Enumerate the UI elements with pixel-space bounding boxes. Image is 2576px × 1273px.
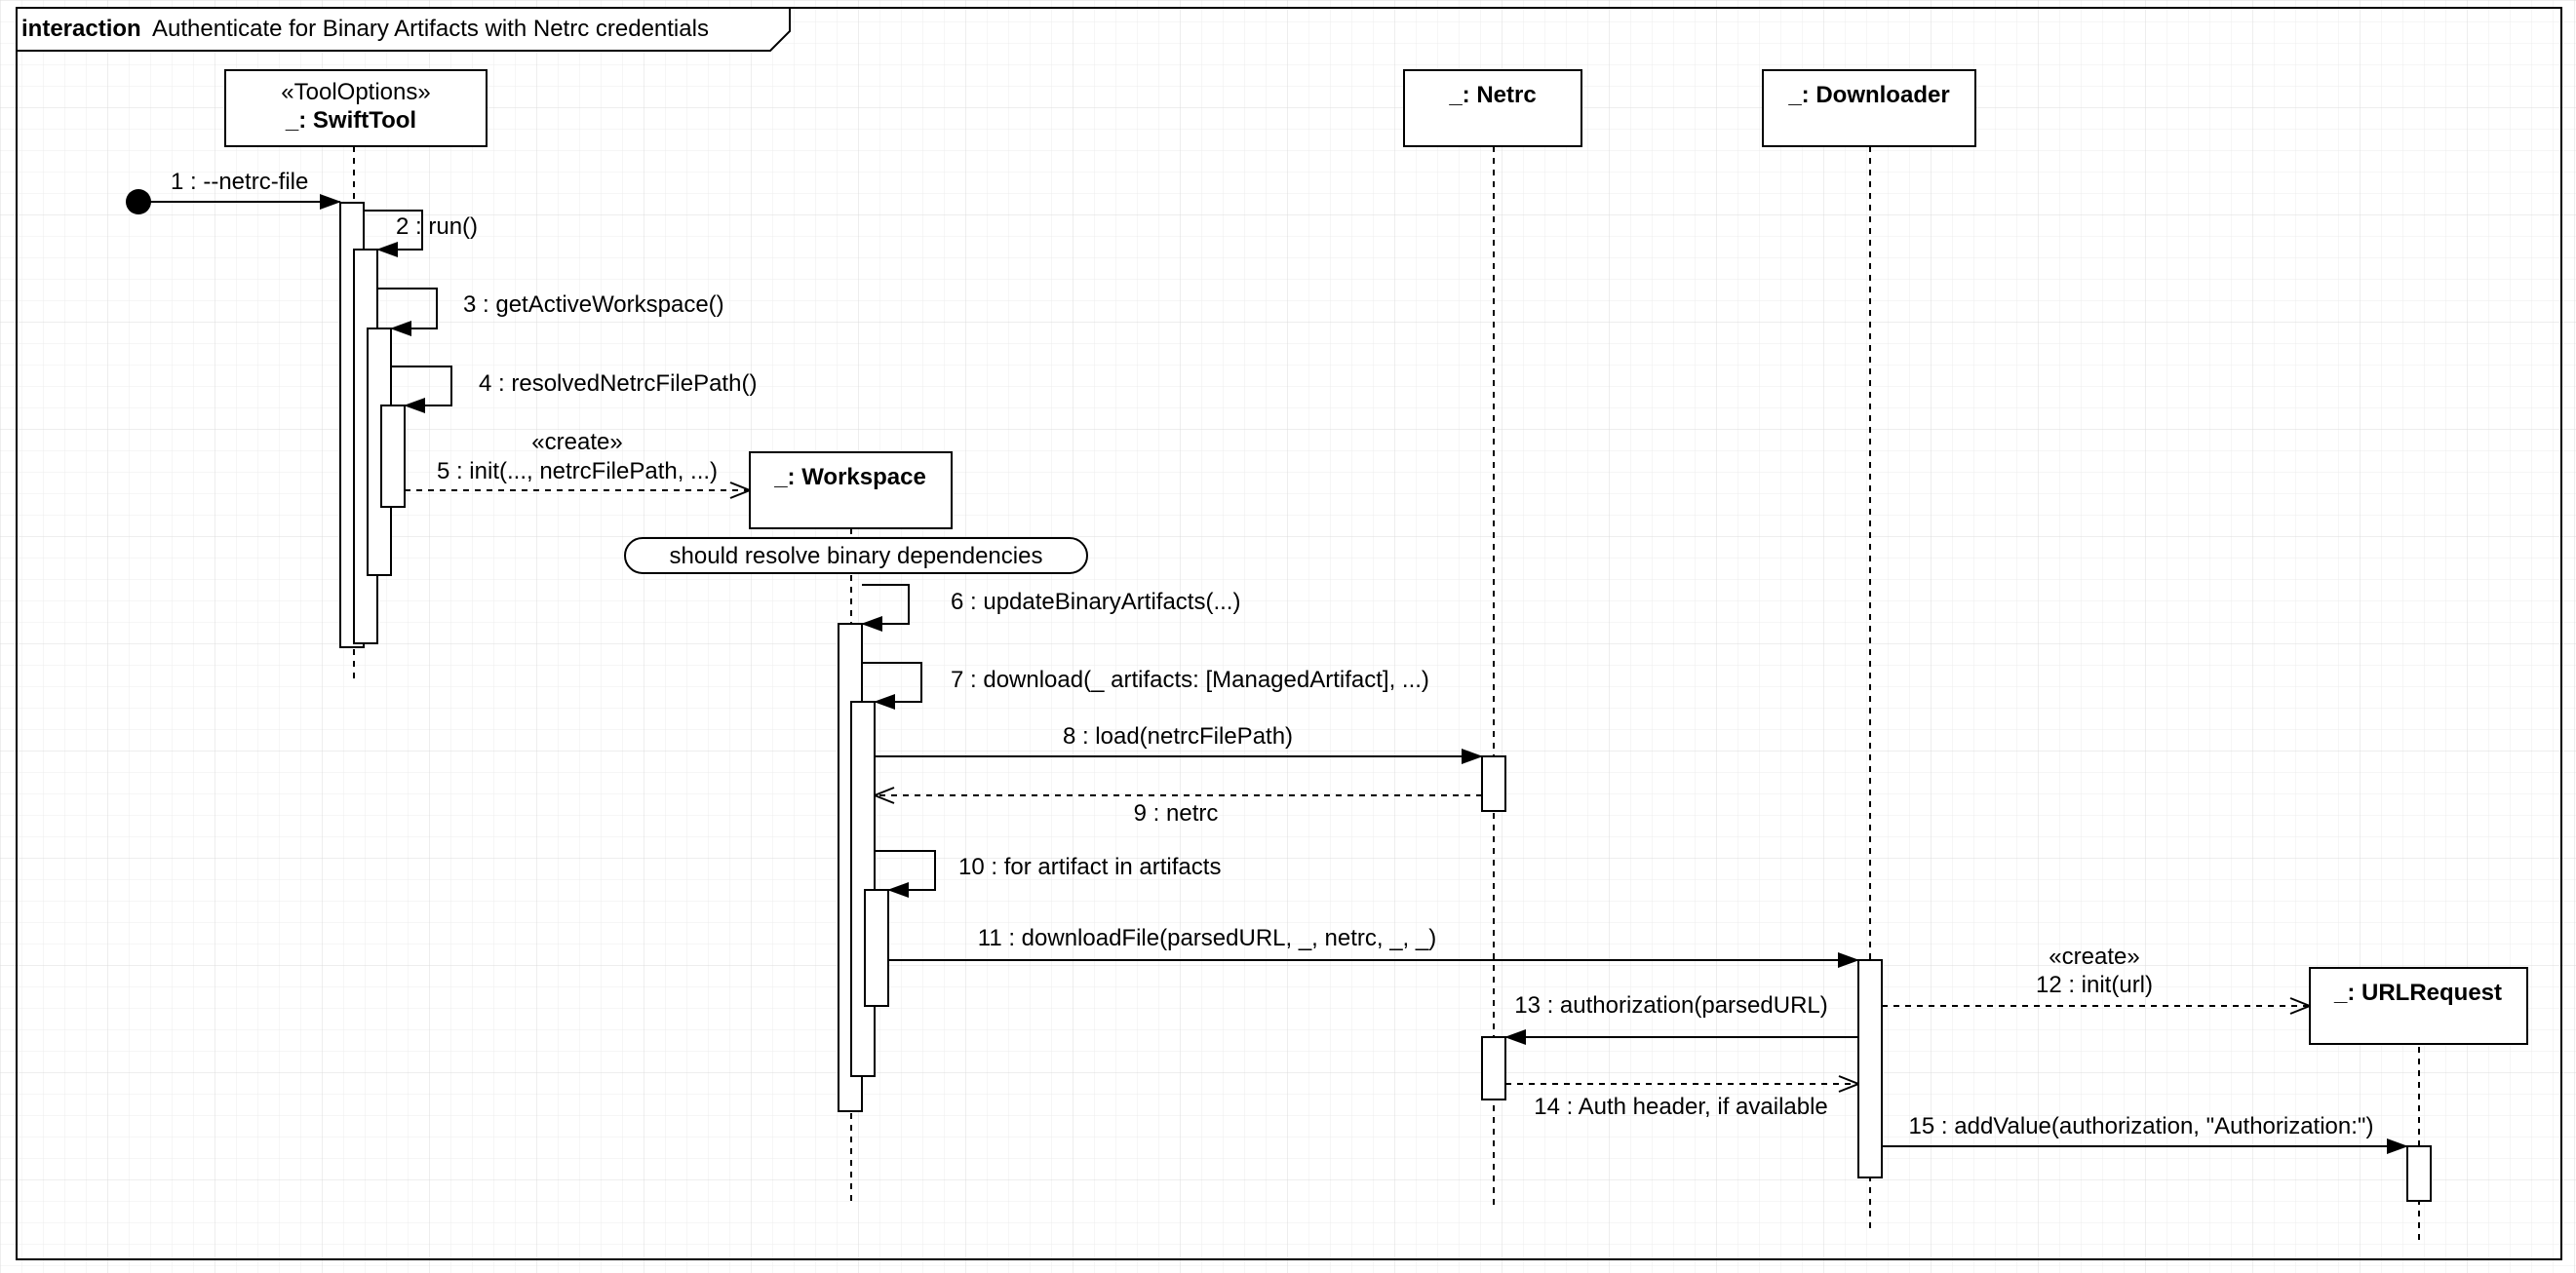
- svg-text:interaction Authenticate f: interaction Authenticate for Binary Arti…: [21, 16, 709, 42]
- activation-urlrequest: [2406, 1145, 2432, 1202]
- message-12: «create» 12 : init(url): [1882, 944, 2310, 1006]
- interaction-frame: [16, 7, 2562, 1260]
- urlrequest-name: _: URLRequest: [2333, 980, 2502, 1006]
- message-10-label: 10 : for artifact in artifacts: [958, 854, 1221, 880]
- message-5-stereotype: «create»: [531, 429, 622, 455]
- message-2-label: 2 : run(): [396, 213, 478, 240]
- message-8: 8 : load(netrcFilePath): [875, 723, 1483, 764]
- netrc-name: _: Netrc: [1448, 82, 1536, 108]
- message-4: 4 : resolvedNetrcFilePath(): [391, 366, 757, 413]
- lifeline-head-swifttool[interactable]: «ToolOptions» _: SwiftTool: [224, 69, 488, 147]
- swifttool-name: _: SwiftTool: [285, 107, 416, 134]
- lifeline-head-downloader[interactable]: _: Downloader: [1762, 69, 1976, 147]
- message-13-label: 13 : authorization(parsedURL): [1514, 992, 1828, 1019]
- message-3: 3 : getActiveWorkspace(): [377, 288, 724, 336]
- activation-downloader: [1857, 959, 1883, 1178]
- guard-text: should resolve binary dependencies: [670, 543, 1043, 569]
- message-8-label: 8 : load(netrcFilePath): [1063, 723, 1293, 750]
- message-1: 1 : --netrc-file: [126, 169, 341, 214]
- frame-keyword: interaction: [21, 16, 141, 42]
- message-6: 6 : updateBinaryArtifacts(...): [861, 584, 1240, 632]
- guard-condition: should resolve binary dependencies: [624, 537, 1088, 574]
- frame-title: Authenticate for Binary Artifacts with N…: [152, 16, 709, 42]
- lifeline-head-netrc[interactable]: _: Netrc: [1403, 69, 1582, 147]
- activation-swifttool-4: [380, 405, 406, 508]
- message-5: «create» 5 : init(..., netrcFilePath, ..…: [405, 429, 750, 490]
- message-15-label: 15 : addValue(authorization, "Authorizat…: [1909, 1113, 2374, 1139]
- message-4-label: 4 : resolvedNetrcFilePath(): [479, 370, 757, 397]
- workspace-name: _: Workspace: [773, 464, 926, 490]
- message-9: 9 : netrc: [875, 795, 1482, 827]
- lifeline-head-urlrequest[interactable]: _: URLRequest: [2309, 967, 2528, 1045]
- message-15: 15 : addValue(authorization, "Authorizat…: [1882, 1113, 2408, 1154]
- frame-tab: [16, 7, 791, 52]
- message-5-label: 5 : init(..., netrcFilePath, ...): [437, 458, 718, 484]
- message-12-label: 12 : init(url): [2036, 972, 2153, 998]
- message-14: 14 : Auth header, if available: [1505, 1084, 1858, 1120]
- message-2: 2 : run(): [364, 210, 478, 257]
- message-12-stereotype: «create»: [2049, 944, 2139, 970]
- activation-netrc-2: [1481, 1036, 1506, 1100]
- message-1-label: 1 : --netrc-file: [171, 169, 308, 195]
- lifeline-head-workspace[interactable]: _: Workspace: [749, 451, 953, 529]
- activation-workspace-3: [864, 889, 889, 1007]
- message-3-label: 3 : getActiveWorkspace(): [463, 291, 724, 318]
- activation-bars: [339, 202, 2432, 1202]
- message-13: 13 : authorization(parsedURL): [1504, 992, 1858, 1045]
- downloader-name: _: Downloader: [1787, 82, 1949, 108]
- message-10: 10 : for artifact in artifacts: [875, 850, 1221, 898]
- message-6-label: 6 : updateBinaryArtifacts(...): [951, 589, 1240, 615]
- message-7: 7 : download(_ artifacts: [ManagedArtifa…: [862, 662, 1429, 710]
- swifttool-stereotype: «ToolOptions»: [281, 79, 430, 105]
- message-11: 11 : downloadFile(parsedURL, _, netrc, _…: [888, 925, 1859, 968]
- message-7-label: 7 : download(_ artifacts: [ManagedArtifa…: [951, 667, 1429, 693]
- message-14-label: 14 : Auth header, if available: [1534, 1094, 1828, 1120]
- activation-netrc-1: [1481, 755, 1506, 812]
- message-11-label: 11 : downloadFile(parsedURL, _, netrc, _…: [978, 925, 1436, 951]
- message-9-label: 9 : netrc: [1134, 800, 1219, 827]
